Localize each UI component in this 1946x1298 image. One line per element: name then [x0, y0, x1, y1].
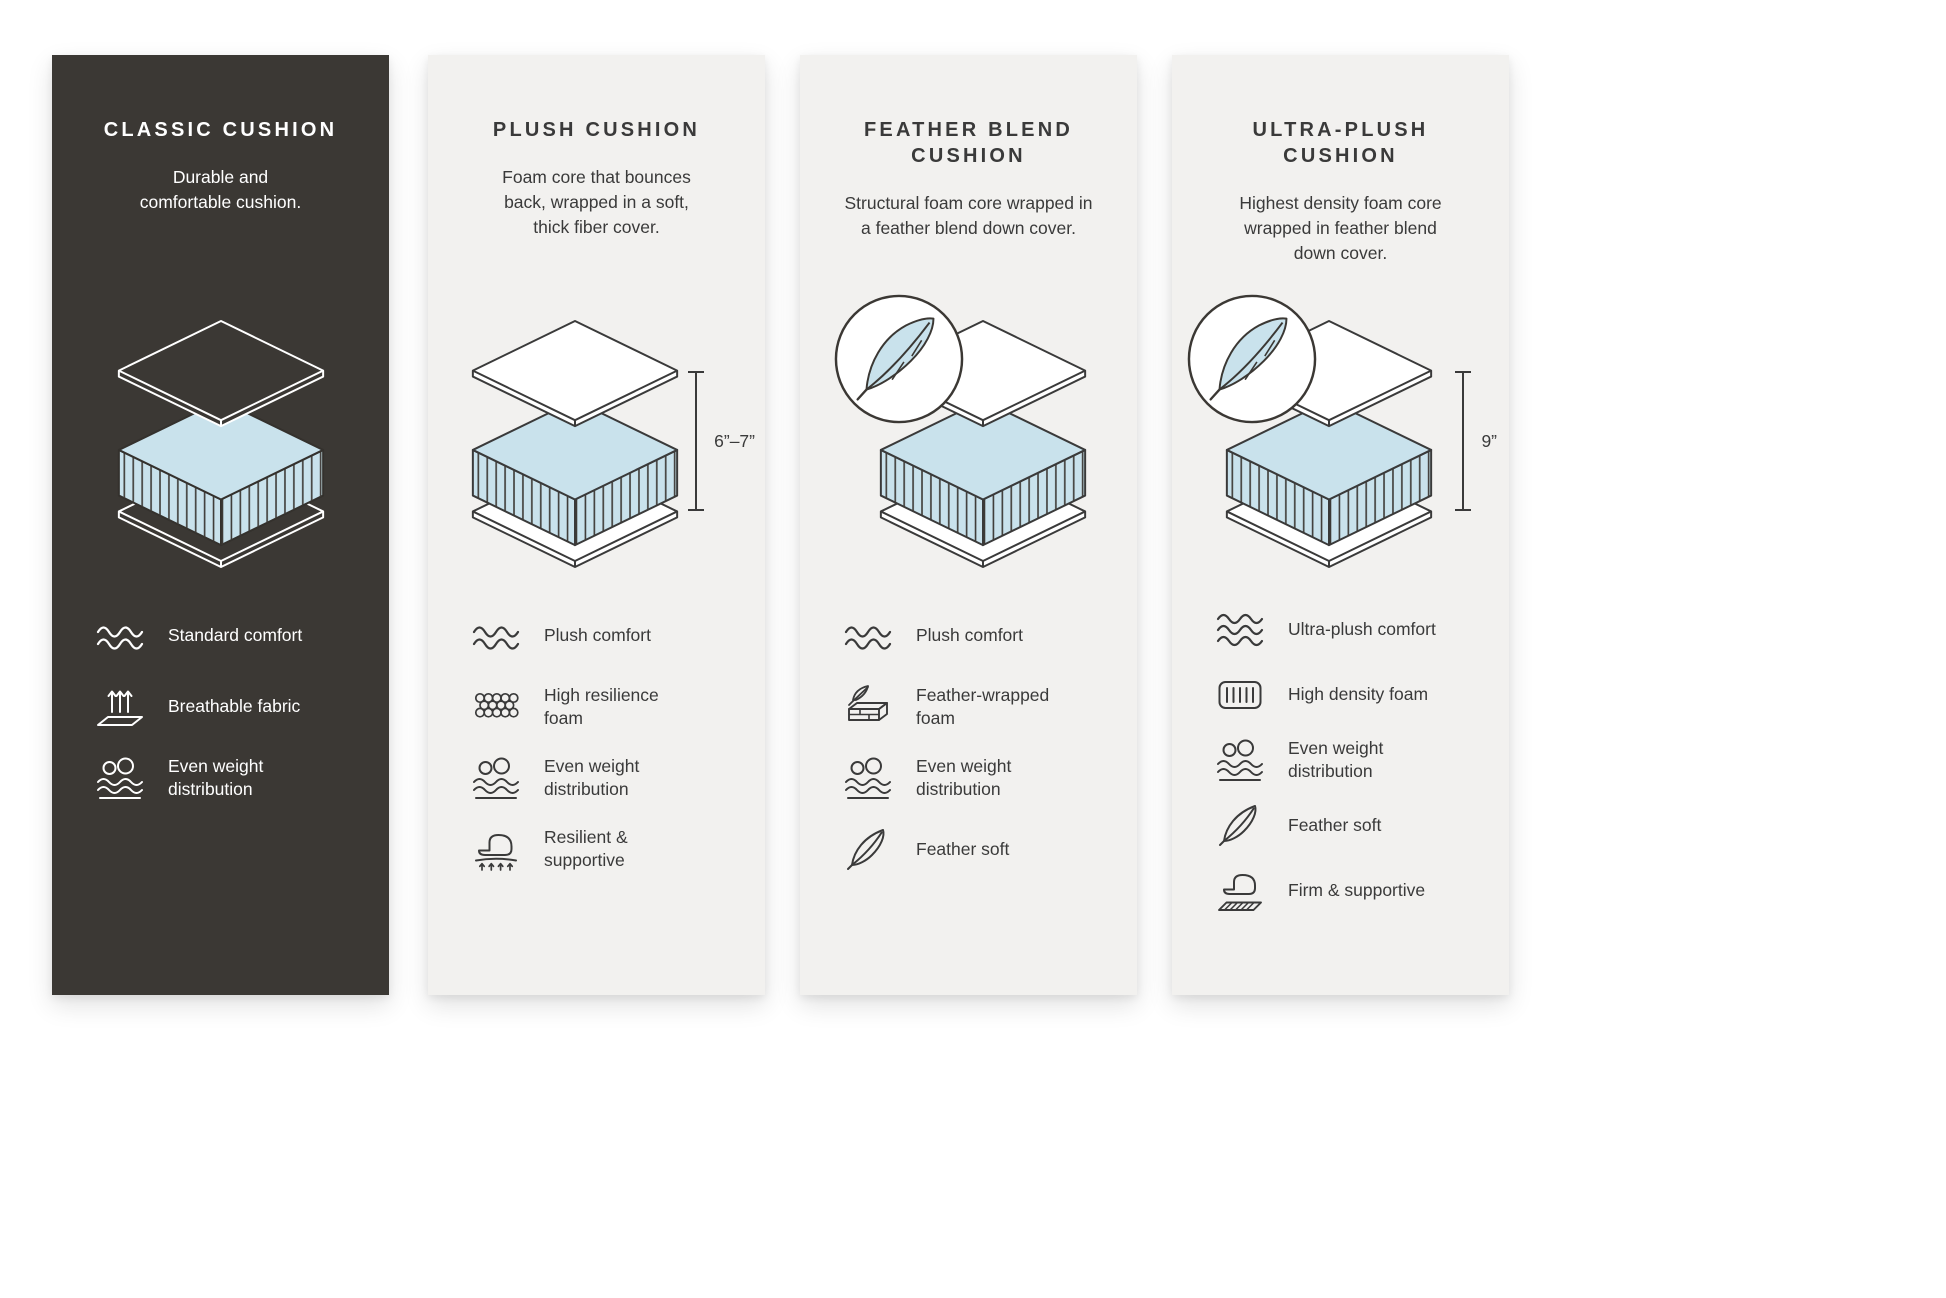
- panel-title: FEATHER BLEND CUSHION: [863, 119, 1073, 167]
- feature-item: Standard comfort: [96, 613, 348, 659]
- cushion-diagram: 9”: [1172, 307, 1509, 637]
- feature-label: Breathable fabric: [168, 696, 301, 717]
- feature-label: Even weight distribution: [168, 756, 264, 800]
- feature-label: Feather-wrapped foam: [916, 685, 1050, 729]
- feature-label: Even weight distribution: [1288, 738, 1384, 782]
- cushion-diagram: [52, 307, 389, 637]
- firm-support-icon: [1216, 867, 1264, 913]
- feature-label: Standard comfort: [168, 625, 303, 646]
- panel-description: Durable and comfortable cushion.: [139, 167, 302, 213]
- weight-distribution-icon: [96, 755, 144, 801]
- feature-item: Feather-wrapped foam: [844, 684, 1096, 730]
- feature-label: High density foam: [1288, 684, 1429, 705]
- foam-cells-icon: [472, 684, 520, 730]
- cushion-diagram: 6”–7”: [428, 307, 765, 637]
- measurement-value: 6”–7”: [714, 430, 755, 451]
- panel-description: Foam core that bounces back, wrapped in …: [502, 167, 691, 238]
- comfort-waves-icon: [844, 613, 892, 659]
- panel-classic-cushion: CLASSIC CUSHION Durable and comfortable …: [52, 55, 389, 995]
- feature-item: Plush comfort: [472, 613, 724, 659]
- feature-item: Even weight distribution: [1216, 737, 1468, 783]
- feature-item: Even weight distribution: [472, 755, 724, 801]
- feature-item: High density foam: [1216, 672, 1468, 718]
- cushion-layers-illustration: [102, 317, 340, 571]
- feature-label: Plush comfort: [544, 625, 651, 646]
- height-measurement: 9”: [1454, 371, 1497, 511]
- feature-label: Even weight distribution: [916, 756, 1012, 800]
- feather-badge-icon: [1186, 293, 1318, 425]
- hand-press-icon: [472, 826, 520, 872]
- feature-label: High resilience foam: [544, 685, 659, 729]
- feature-list: Ultra-plush comfort High density foam Ev…: [1216, 607, 1468, 913]
- measurement-value: 9”: [1481, 430, 1497, 451]
- feature-label: Feather soft: [916, 838, 1010, 859]
- feature-item: Breathable fabric: [96, 684, 348, 730]
- panel-ultra-plush-cushion: ULTRA-PLUSH CUSHION Highest density foam…: [1172, 55, 1509, 995]
- weight-distribution-icon: [844, 755, 892, 801]
- comfort-waves-icon: [472, 613, 520, 659]
- panel-title: ULTRA-PLUSH CUSHION: [1252, 119, 1429, 167]
- panel-title: CLASSIC CUSHION: [103, 119, 338, 141]
- height-measurement: 6”–7”: [687, 371, 755, 511]
- feature-item: Plush comfort: [844, 613, 1096, 659]
- panel-description: Highest density foam core wrapped in fea…: [1239, 193, 1442, 264]
- feather-icon: [1216, 802, 1264, 848]
- cushion-diagram: [800, 307, 1137, 637]
- feature-item: High resilience foam: [472, 684, 724, 730]
- feather-badge-icon: [833, 293, 965, 425]
- comfort-waves-icon: [1216, 607, 1264, 653]
- comfort-waves-icon: [96, 613, 144, 659]
- weight-distribution-icon: [472, 755, 520, 801]
- feature-label: Ultra-plush comfort: [1288, 619, 1436, 640]
- feature-label: Resilient & supportive: [544, 827, 628, 871]
- feature-item: Ultra-plush comfort: [1216, 607, 1468, 653]
- feature-item: Even weight distribution: [844, 755, 1096, 801]
- feather-wrapped-foam-icon: [844, 684, 892, 730]
- feature-item: Firm & supportive: [1216, 867, 1468, 913]
- measurement-bracket-icon: [688, 371, 705, 511]
- feature-item: Even weight distribution: [96, 755, 348, 801]
- weight-distribution-icon: [1216, 737, 1264, 783]
- feature-list: Plush comfort Feather-wrapped foam Even …: [844, 613, 1096, 872]
- feature-list: Standard comfort Breathable fabric Even …: [96, 613, 348, 801]
- feature-label: Feather soft: [1288, 814, 1382, 835]
- panel-description: Structural foam core wrapped in a feathe…: [844, 193, 1093, 239]
- breathable-fabric-icon: [96, 684, 144, 730]
- measurement-bracket-icon: [1455, 371, 1472, 511]
- panel-title: PLUSH CUSHION: [492, 119, 701, 141]
- feature-list: Plush comfort High resilience foam Even …: [472, 613, 724, 873]
- panel-feather-blend-cushion: FEATHER BLEND CUSHION Structural foam co…: [800, 55, 1137, 995]
- feature-label: Even weight distribution: [544, 756, 640, 800]
- feature-label: Plush comfort: [916, 625, 1023, 646]
- cushion-layers-illustration: [456, 317, 694, 571]
- feature-item: Resilient & supportive: [472, 826, 724, 872]
- high-density-foam-icon: [1216, 672, 1264, 718]
- feature-label: Firm & supportive: [1288, 879, 1426, 900]
- feather-icon: [844, 826, 892, 872]
- feature-item: Feather soft: [844, 826, 1096, 872]
- feature-item: Feather soft: [1216, 802, 1468, 848]
- panel-plush-cushion: PLUSH CUSHION Foam core that bounces bac…: [428, 55, 765, 995]
